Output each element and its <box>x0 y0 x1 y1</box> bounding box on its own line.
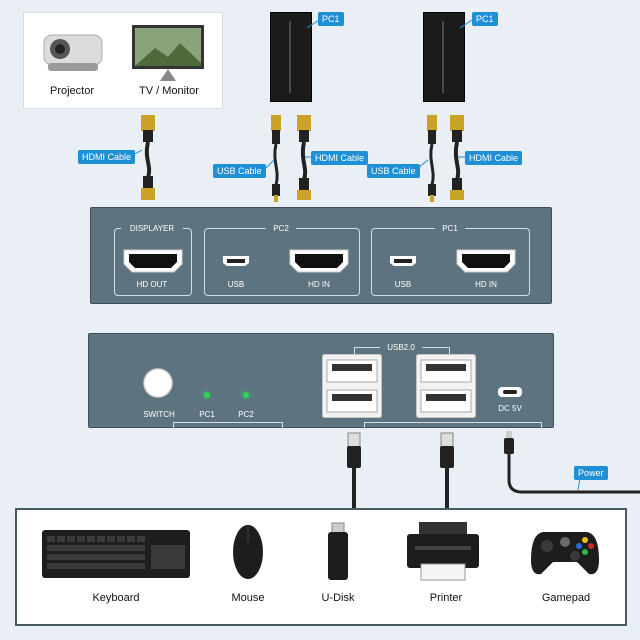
keyboard-label: Keyboard <box>92 592 140 604</box>
usb20-label: USB2.0 <box>380 343 422 352</box>
pc1-usb-port[interactable] <box>388 254 418 268</box>
hdmi-cable-display <box>141 115 155 200</box>
printer-label: Printer <box>429 592 463 604</box>
kvm-back-panel: SWITCH PC1 PC2 USB2.0 DC 5V <box>88 333 554 429</box>
back-panel-underline-left <box>173 422 283 429</box>
hd-out-label: HD OUT <box>136 280 168 289</box>
pc2-hdmi-in-port[interactable] <box>288 248 350 274</box>
pc-label-right: PC1 <box>472 12 498 26</box>
pc-tower-right <box>423 12 465 102</box>
hdmi-cable-label-pc1: HDMI Cable <box>465 151 523 165</box>
pc1-port-label: PC1 <box>435 224 465 233</box>
mouse-label: Mouse <box>231 592 265 604</box>
pc1-hd-in-label: HD IN <box>475 280 497 289</box>
usb-cable-label-pc2: USB Cable <box>213 164 266 178</box>
pc-label-right-pointer <box>460 19 473 29</box>
usb-cable-label-pc1: USB Cable <box>367 164 420 178</box>
usb-port-stack-1[interactable] <box>322 354 382 418</box>
udisk-label: U-Disk <box>321 592 355 604</box>
pc-label-left-pointer <box>307 19 320 29</box>
pc2-usb-port[interactable] <box>221 254 251 268</box>
pc1-usb-label: USB <box>394 280 412 289</box>
gamepad-icon <box>531 532 599 575</box>
gamepad-label: Gamepad <box>541 592 591 604</box>
dc-power-port[interactable] <box>497 386 523 398</box>
keyboard-icon <box>42 530 190 578</box>
pc2-led <box>243 392 249 398</box>
pc2-cables <box>271 115 311 202</box>
power-cable-label: Power <box>574 466 608 480</box>
usb-cable-bottom-1 <box>347 432 361 508</box>
switch-button[interactable] <box>143 368 173 398</box>
led-pc2-label: PC2 <box>238 410 254 419</box>
back-panel-underline-right <box>364 422 542 429</box>
usb-cable-bottom-2 <box>440 432 454 508</box>
hdmi-cable-label-pc2: HDMI Cable <box>311 151 369 165</box>
pc-tower-left <box>270 12 312 102</box>
pc2-hd-in-label: HD IN <box>308 280 330 289</box>
pc1-hdmi-in-port[interactable] <box>455 248 517 274</box>
printer-icon <box>407 522 479 581</box>
switch-label: SWITCH <box>143 410 175 419</box>
kvm-front-panel: DISPLAYER HD OUT PC2 USB HD IN PC1 USB H… <box>90 207 552 304</box>
hdmi-cable-label-display: HDMI Cable <box>78 150 136 164</box>
hdmi-out-port[interactable] <box>122 248 184 274</box>
mouse-icon <box>233 525 263 579</box>
pc2-usb-label: USB <box>227 280 245 289</box>
pc1-led <box>204 392 210 398</box>
pc2-port-label: PC2 <box>266 224 296 233</box>
usb-port-stack-2[interactable] <box>416 354 476 418</box>
dc-label: DC 5V <box>498 404 522 413</box>
projector-icon <box>43 34 103 71</box>
pc-label-left: PC1 <box>318 12 344 26</box>
projector-label: Projector <box>49 85 95 97</box>
udisk-icon <box>328 522 348 580</box>
pc1-cables <box>427 115 464 202</box>
led-pc1-label: PC1 <box>199 410 215 419</box>
peripherals-box: Keyboard Mouse U-Disk Printer Gamepad <box>15 508 627 626</box>
power-cable <box>504 431 640 494</box>
monitor-label: TV / Monitor <box>139 85 199 97</box>
display-box: Projector TV / Monitor <box>23 12 223 109</box>
monitor-icon <box>132 25 204 81</box>
displayer-label: DISPLAYER <box>121 224 183 233</box>
